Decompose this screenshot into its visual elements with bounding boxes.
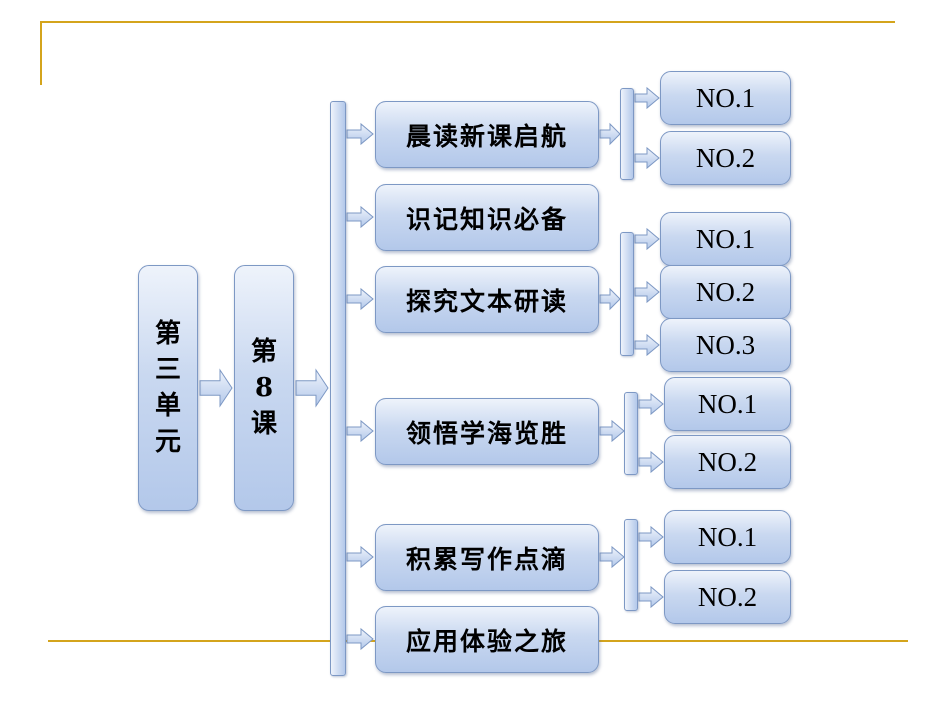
- section-box-6: 应用体验之旅: [375, 606, 599, 673]
- arrow-shape: [199, 368, 233, 408]
- unit-label: 第三单元: [154, 319, 181, 457]
- arrow-shape: [599, 419, 625, 443]
- arrow-shape: [634, 333, 660, 357]
- item-label: NO.1: [695, 223, 756, 254]
- arrow-shape: [638, 525, 664, 549]
- arrow-shape: [634, 227, 660, 251]
- sub-bracket-bar-3: [620, 232, 634, 356]
- item-label: NO.3: [695, 329, 756, 360]
- arrow-shape: [634, 280, 660, 304]
- item-box: NO.2: [660, 265, 791, 319]
- arrow-shape: [346, 287, 374, 311]
- section-label: 领悟学海览胜: [405, 418, 568, 448]
- item-box: NO.1: [660, 71, 791, 125]
- item-label: NO.2: [695, 142, 756, 173]
- arrow-shape: [638, 392, 664, 416]
- lesson-box: 第8课: [234, 265, 294, 511]
- arrow-shape: [599, 545, 625, 569]
- section-box-3: 探究文本研读: [375, 266, 599, 333]
- unit-box: 第三单元: [138, 265, 198, 511]
- section-box-4: 领悟学海览胜: [375, 398, 599, 465]
- section-label: 晨读新课启航: [405, 121, 568, 151]
- item-label: NO.1: [697, 521, 758, 552]
- item-box: NO.1: [664, 377, 791, 431]
- section-label: 探究文本研读: [405, 286, 568, 316]
- section-label: 积累写作点滴: [405, 544, 568, 574]
- arrow-shape: [295, 368, 329, 408]
- item-box: NO.2: [664, 435, 791, 489]
- item-label: NO.1: [697, 388, 758, 419]
- item-label: NO.2: [697, 581, 758, 612]
- section-box-5: 积累写作点滴: [375, 524, 599, 591]
- sub-bracket-bar-1: [620, 88, 634, 180]
- arrow-shape: [346, 122, 374, 146]
- sub-bracket-bar-5: [624, 519, 638, 611]
- section-label: 识记知识必备: [405, 204, 568, 234]
- left-rule: [40, 21, 42, 85]
- arrow-shape: [634, 86, 660, 110]
- section-box-2: 识记知识必备: [375, 184, 599, 251]
- arrow-shape: [346, 419, 374, 443]
- arrow-shape: [346, 627, 374, 651]
- arrow-shape: [599, 122, 621, 146]
- item-label: NO.2: [695, 276, 756, 307]
- section-box-1: 晨读新课启航: [375, 101, 599, 168]
- item-box: NO.3: [660, 318, 791, 372]
- item-box: NO.2: [660, 131, 791, 185]
- arrow-shape: [634, 146, 660, 170]
- item-label: NO.1: [695, 82, 756, 113]
- arrow-shape: [346, 205, 374, 229]
- item-box: NO.1: [664, 510, 791, 564]
- item-box: NO.2: [664, 570, 791, 624]
- arrow-shape: [638, 450, 664, 474]
- top-rule: [40, 21, 895, 23]
- arrow-shape: [599, 287, 621, 311]
- arrow-shape: [346, 545, 374, 569]
- arrow-shape: [638, 585, 664, 609]
- sub-bracket-bar-4: [624, 392, 638, 475]
- main-bracket-bar: [330, 101, 346, 676]
- item-label: NO.2: [697, 446, 758, 477]
- item-box: NO.1: [660, 212, 791, 266]
- section-label: 应用体验之旅: [405, 626, 568, 656]
- lesson-label: 第8课: [250, 337, 277, 439]
